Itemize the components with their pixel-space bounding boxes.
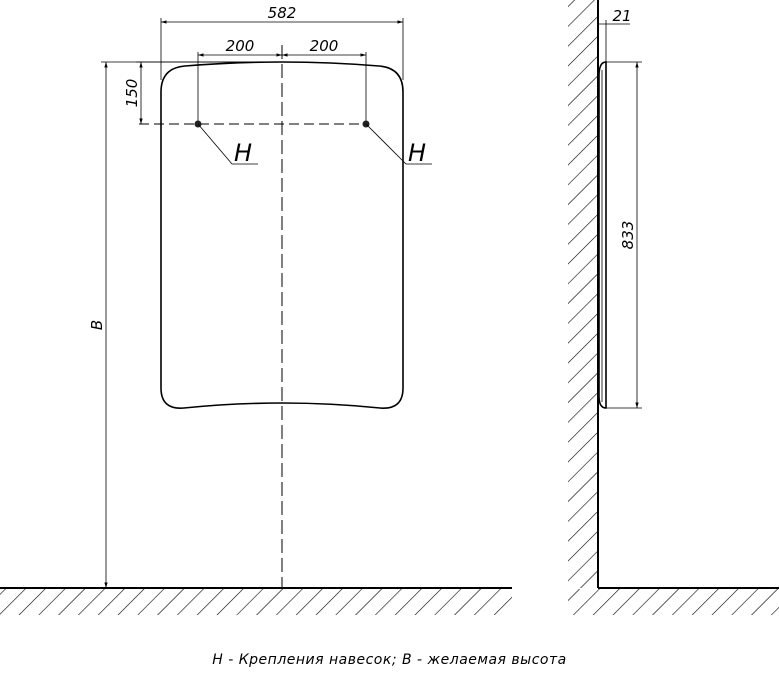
side-height-label: 833 <box>619 221 637 250</box>
side-view: 21 833 <box>568 0 779 615</box>
height-label: B <box>88 320 106 330</box>
offset-right-label: 200 <box>310 37 339 55</box>
legend-caption: H - Крепления навесок; B - желаемая высо… <box>212 652 567 668</box>
side-floor-hatch <box>568 589 779 615</box>
mount-leader-left <box>197 123 258 165</box>
mount-leader-right <box>365 123 432 165</box>
mount-right-label: H <box>408 139 426 167</box>
top-offset-label: 150 <box>123 79 141 108</box>
wall-hatch <box>568 0 598 588</box>
front-view: 582 200 200 150 B H H <box>0 4 512 615</box>
floor-hatch <box>0 589 512 615</box>
depth-label: 21 <box>612 7 631 25</box>
mirror-profile <box>598 61 607 409</box>
mirror-outline <box>160 61 404 409</box>
mount-left-label: H <box>234 139 252 167</box>
offset-left-label: 200 <box>226 37 255 55</box>
width-label: 582 <box>268 4 297 22</box>
